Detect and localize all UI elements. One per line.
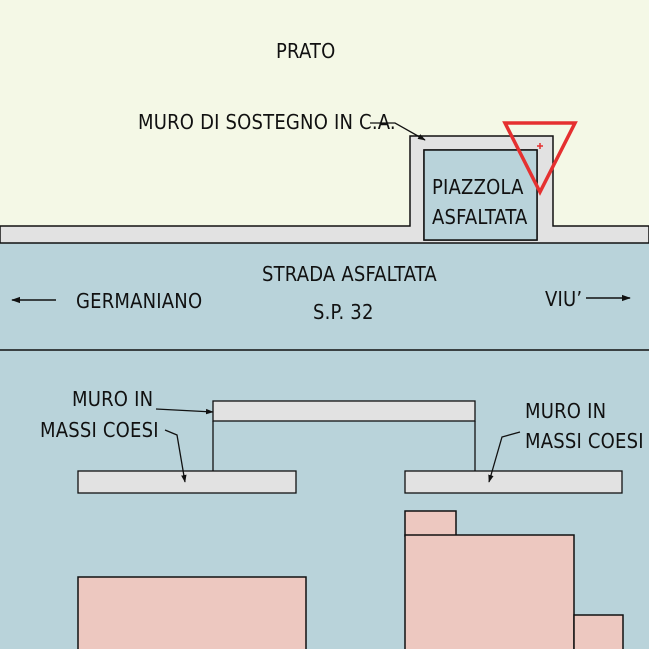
label-prato: PRATO	[276, 39, 335, 63]
building-right-small-top	[404, 510, 457, 537]
label-muro-massi-right-2: MASSI COESI	[525, 429, 644, 453]
building-right-main	[404, 534, 575, 649]
label-muro-sostegno: MURO DI SOSTEGNO IN C.A.	[138, 110, 396, 134]
piazzola-area	[423, 149, 538, 241]
building-right-annex	[573, 614, 624, 649]
leader-muro-sostegno	[370, 122, 426, 141]
yield-cross-icon	[537, 143, 543, 149]
stone-wall-right	[404, 470, 623, 494]
label-muro-massi-left-1: MURO IN	[72, 387, 153, 411]
leader-muro-massi-left-top	[155, 408, 214, 415]
label-strada: STRADA ASFALTATA	[262, 262, 437, 286]
label-sp32: S.P. 32	[313, 300, 374, 324]
stone-wall-left	[77, 470, 297, 494]
label-muro-massi-left-2: MASSI COESI	[40, 418, 159, 442]
label-germaniano: GERMANIANO	[76, 289, 202, 313]
stone-wall-top	[212, 400, 476, 422]
label-piazzola-line2: ASFALTATA	[432, 205, 528, 229]
label-piazzola-line1: PIAZZOLA	[432, 175, 524, 199]
leader-muro-massi-left-bottom	[164, 429, 187, 483]
yield-triangle-icon	[502, 121, 578, 196]
label-viu: VIU’	[545, 287, 582, 311]
label-muro-massi-right-1: MURO IN	[525, 399, 606, 423]
leader-muro-massi-right	[488, 431, 521, 483]
building-left	[77, 576, 307, 649]
